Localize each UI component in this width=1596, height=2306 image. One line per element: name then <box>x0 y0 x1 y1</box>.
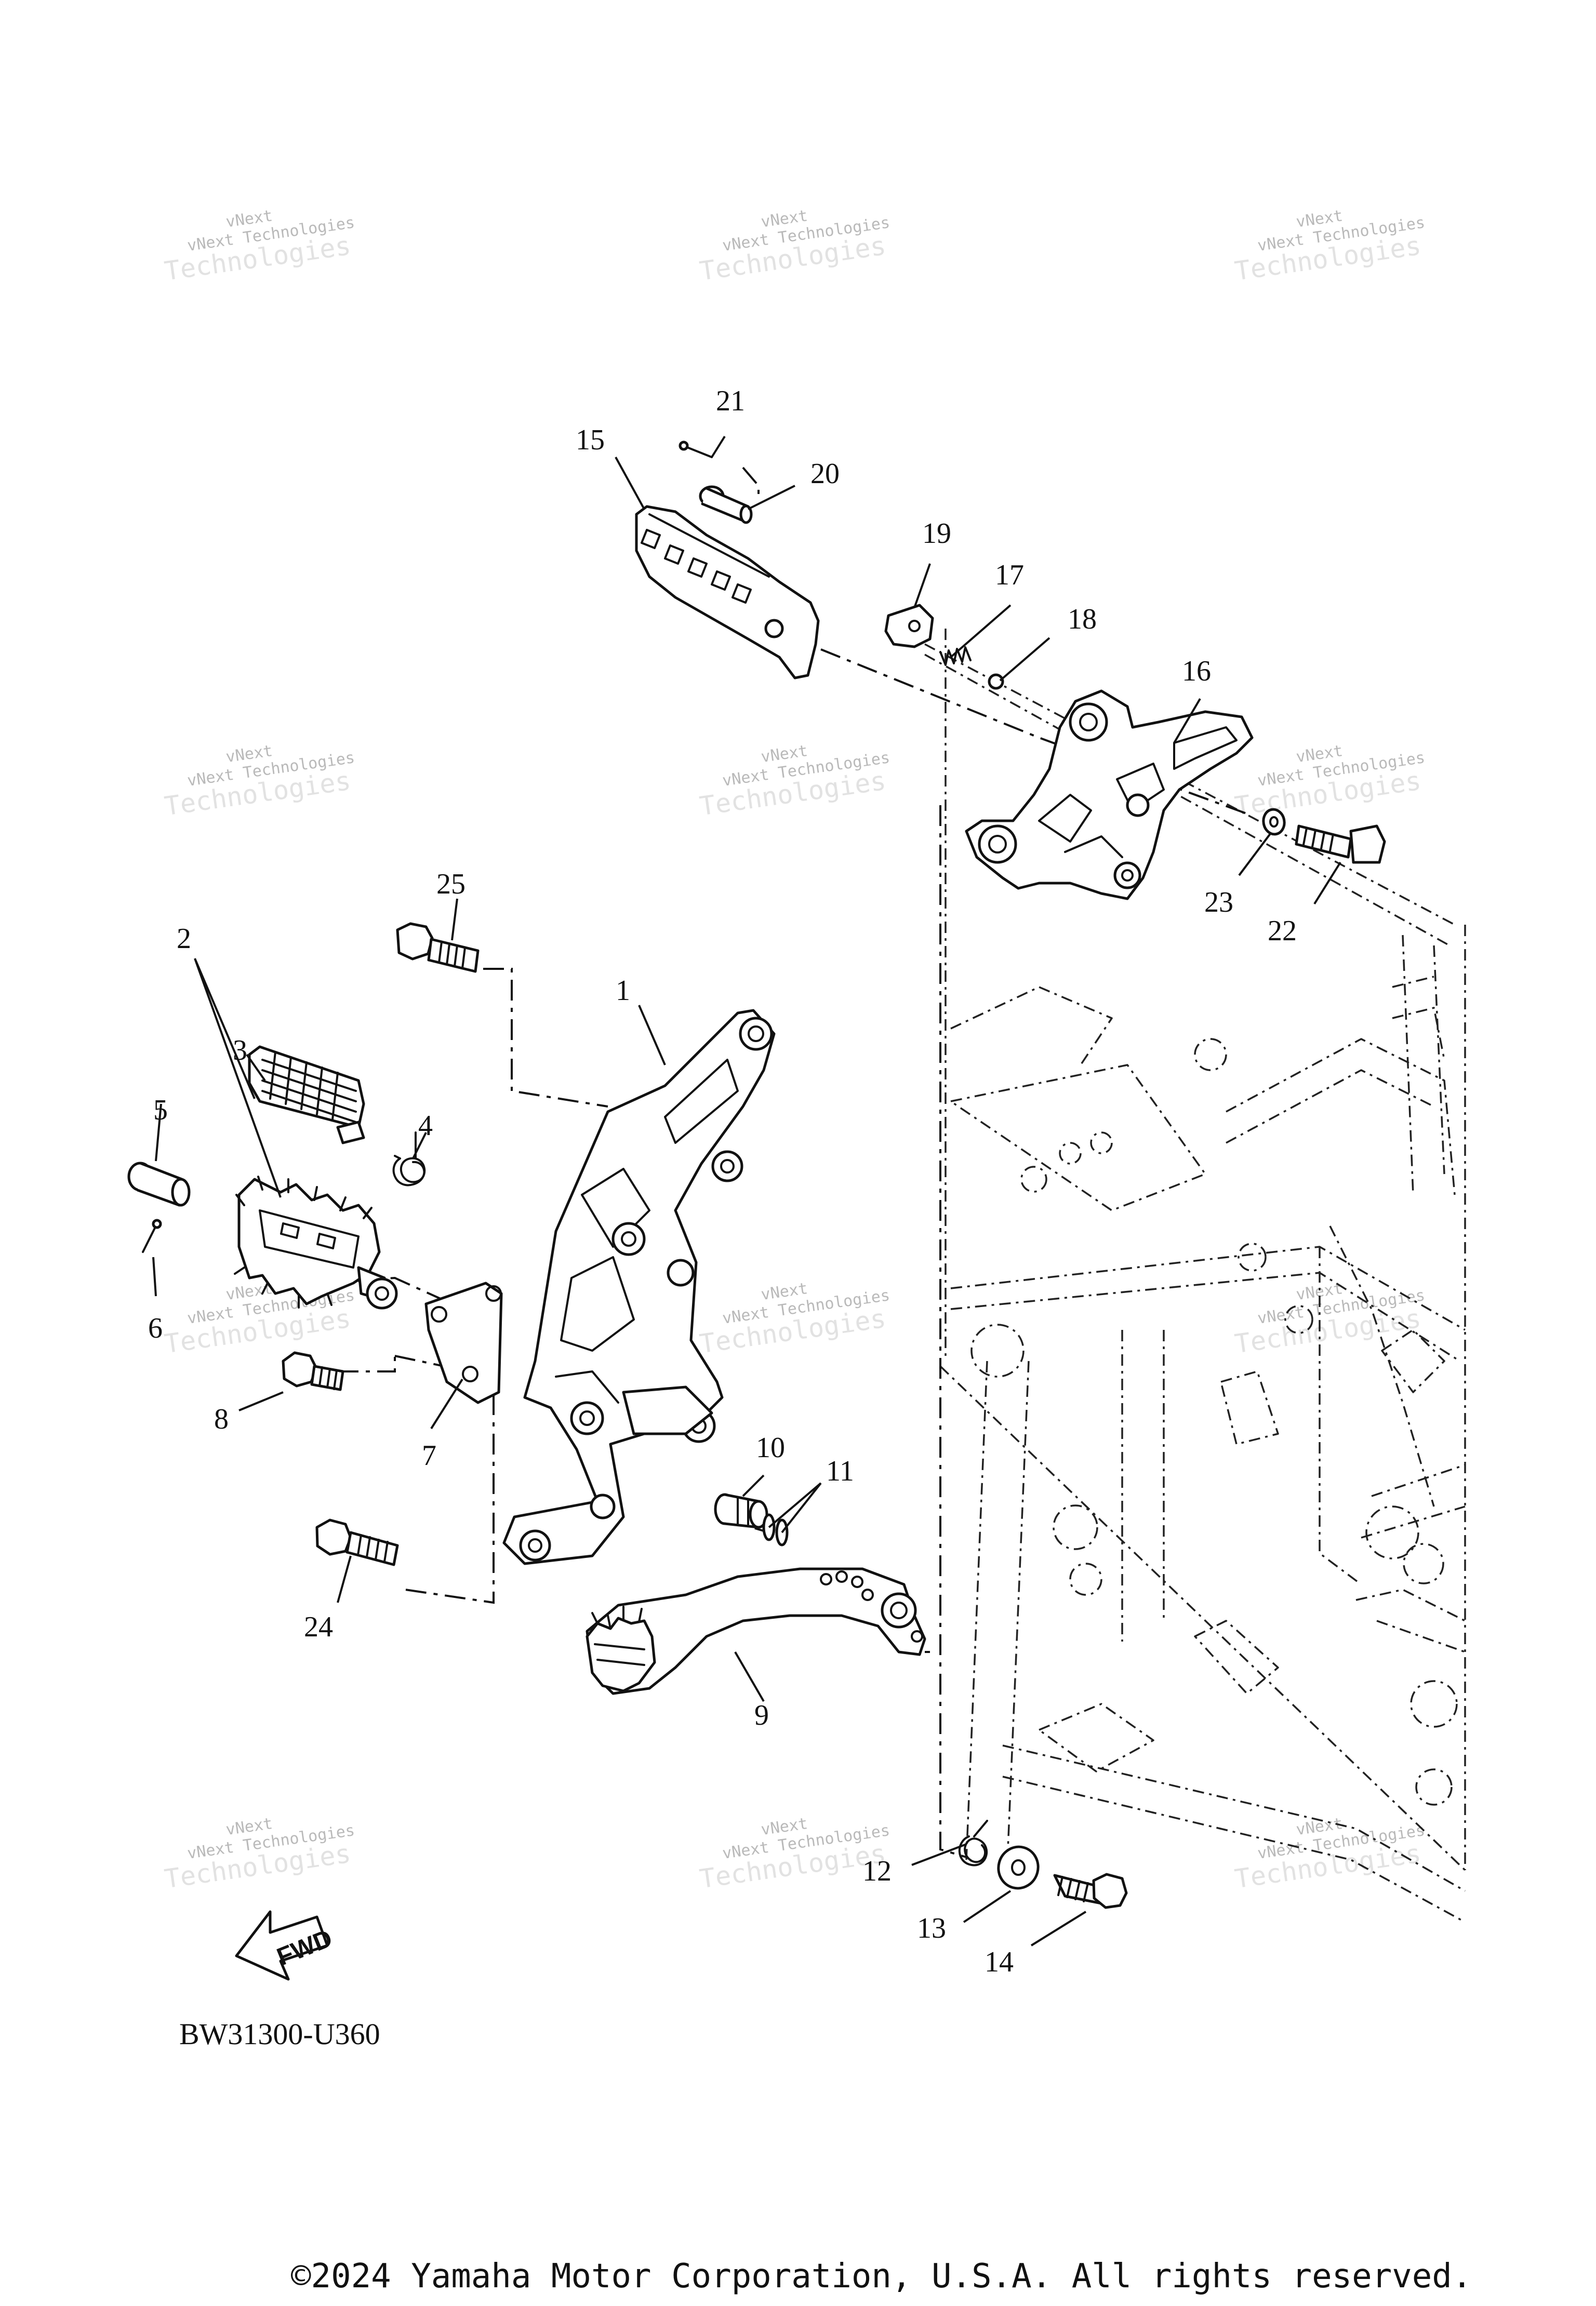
part-21-cotter-pin <box>679 441 713 458</box>
part-17-spring <box>939 646 972 666</box>
part-5-pin <box>127 1162 191 1207</box>
callout-labels: 1 2 3 4 5 6 7 8 9 10 11 12 13 14 15 16 1… <box>148 385 1297 1978</box>
part-19-detent-plate <box>884 604 934 648</box>
callout-10: 10 <box>756 1432 785 1464</box>
callout-19: 19 <box>922 517 951 550</box>
diagram-part-code: BW31300-U360 <box>179 2017 380 2051</box>
callout-14: 14 <box>985 1946 1014 1978</box>
callout-6: 6 <box>148 1312 163 1344</box>
part-25-bolt <box>396 922 480 973</box>
callout-17: 17 <box>995 559 1024 591</box>
callout-23: 23 <box>1204 886 1233 918</box>
callout-12: 12 <box>862 1855 892 1887</box>
callout-22: 22 <box>1268 915 1297 947</box>
part-22-bolt <box>1295 824 1386 864</box>
part-3-rubber-footpeg-pad <box>248 1045 365 1144</box>
part-7-plate <box>424 1282 503 1404</box>
part-15-passenger-footpeg <box>635 505 820 679</box>
part-16-passenger-footrest-bracket <box>965 689 1254 900</box>
callout-11: 11 <box>826 1455 854 1487</box>
part-10-bushing <box>714 1493 768 1529</box>
callout-8: 8 <box>214 1403 229 1435</box>
part-24-bolt <box>315 1518 399 1566</box>
part-20-clevis-pin <box>699 485 753 524</box>
part-9-brake-pedal <box>586 1567 926 1695</box>
leader-lines <box>152 435 1341 1947</box>
callout-9: 9 <box>754 1699 769 1731</box>
motorcycle-frame-outline <box>924 629 1466 1923</box>
callout-1: 1 <box>616 975 630 1007</box>
callout-5: 5 <box>153 1094 168 1126</box>
copyright-notice: ©2024 Yamaha Motor Corporation, U.S.A. A… <box>291 2257 1472 2296</box>
part-8-bolt <box>282 1351 344 1391</box>
callout-13: 13 <box>917 1912 946 1944</box>
part-13-washer <box>997 1845 1040 1890</box>
part-6-cotter-pin <box>142 1219 162 1253</box>
part-23-washer <box>1262 808 1286 836</box>
callout-21: 21 <box>716 385 745 417</box>
part-1-footrest-bracket <box>502 1009 776 1565</box>
callout-16: 16 <box>1182 655 1211 687</box>
fwd-direction-arrow: FWD <box>235 1910 336 1981</box>
callout-18: 18 <box>1068 603 1097 635</box>
part-14-bolt <box>1053 1873 1128 1909</box>
callout-24: 24 <box>304 1611 333 1643</box>
callout-4: 4 <box>418 1110 433 1142</box>
callout-25: 25 <box>436 868 466 900</box>
callout-2: 2 <box>177 923 191 955</box>
callout-20: 20 <box>810 458 840 490</box>
part-2-footpeg <box>234 1176 398 1310</box>
part-18-ball <box>988 673 1004 690</box>
assembly-lines <box>311 466 1253 1858</box>
callout-3: 3 <box>233 1034 247 1067</box>
callout-15: 15 <box>576 424 605 456</box>
part-12-return-spring <box>958 1820 988 1867</box>
callout-7: 7 <box>422 1439 436 1472</box>
